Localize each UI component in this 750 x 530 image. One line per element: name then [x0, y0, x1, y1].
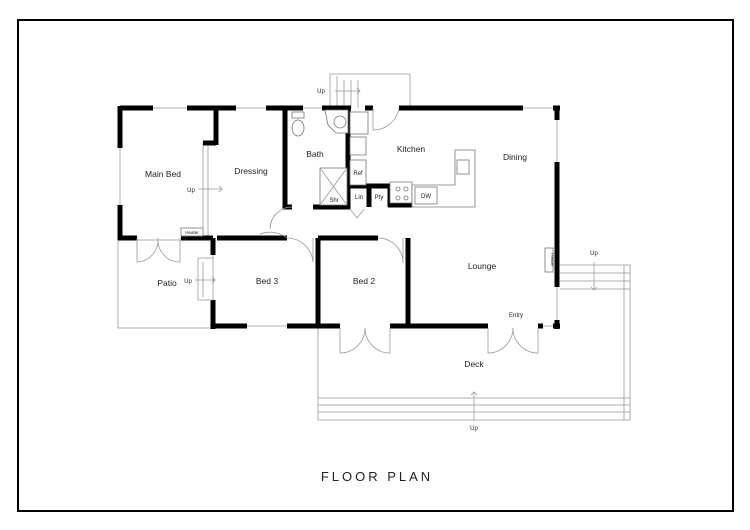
laundry-icon [349, 111, 369, 135]
label-shower: Shr [329, 198, 338, 204]
room-main-bed: Main Bed [145, 169, 181, 179]
stairs-top-up: Up [317, 89, 325, 95]
cooktop-icon [389, 181, 413, 204]
room-bath: Bath [306, 149, 324, 159]
heater-main [180, 227, 204, 237]
room-kitchen: Kitchen [397, 144, 426, 154]
label-pantry: Pty [375, 195, 384, 201]
label-linen: Lin [355, 195, 363, 201]
dishwasher [414, 186, 438, 205]
stairs-patio-up: Up [184, 279, 192, 285]
room-patio: Patio [157, 278, 177, 288]
label-ref: Ref [353, 171, 363, 177]
top-stairs [329, 73, 411, 108]
heater-lounge [544, 247, 554, 273]
deck-area [317, 264, 631, 421]
label-heater-main: Heater [185, 230, 199, 235]
walls [117, 105, 560, 329]
plan-title: FLOOR PLAN [321, 469, 433, 484]
toilet-icon [291, 119, 305, 137]
stairs-right-up: Up [590, 251, 598, 257]
room-dining: Dining [503, 152, 527, 162]
fixtures [180, 109, 554, 273]
room-bed-2: Bed 2 [353, 276, 375, 286]
label-heater-lounge: Heater [550, 253, 555, 267]
page-frame [17, 19, 734, 512]
doors [136, 107, 539, 354]
sink-icon [349, 136, 367, 156]
room-bed-3: Bed 3 [256, 276, 278, 286]
room-deck: Deck [464, 359, 484, 369]
label-dishwasher: DW [421, 194, 431, 200]
stairs-deck-up: Up [470, 426, 478, 432]
fridge [349, 159, 367, 186]
patio-area [117, 239, 214, 329]
windows [119, 107, 558, 327]
room-dressing: Dressing [234, 166, 268, 176]
island-sink-icon [456, 159, 470, 175]
stairs-main-bed-up: Up [187, 188, 195, 194]
label-entry: Entry [509, 313, 523, 319]
room-lounge: Lounge [468, 261, 497, 271]
